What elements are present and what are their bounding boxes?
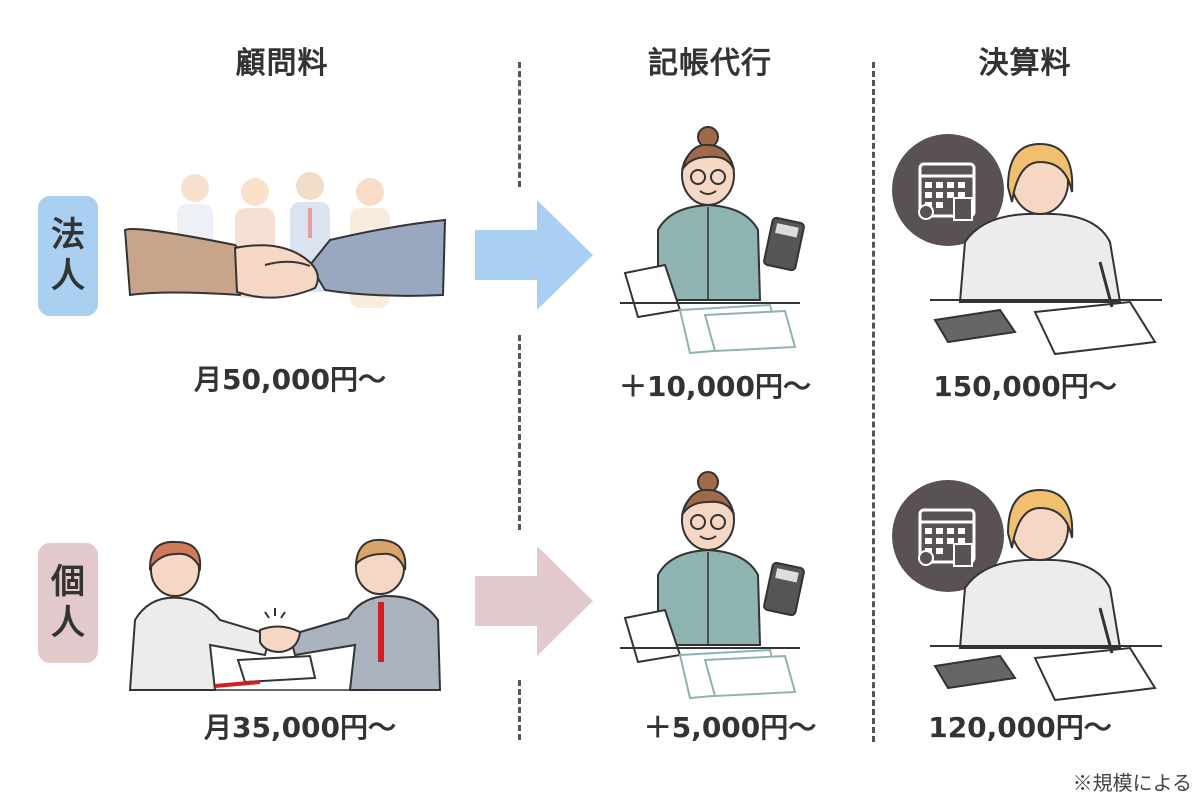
row-label-corporate: 法 人 xyxy=(38,196,98,316)
arrow-individual-icon xyxy=(475,546,593,656)
price-corporate-advisory: 月50,000円〜 xyxy=(193,363,387,396)
row-label-individual: 個 人 xyxy=(38,543,98,663)
individual-handshake-icon xyxy=(128,538,442,691)
divider-left-middle xyxy=(518,335,521,530)
accountant-corporate-icon xyxy=(892,134,1162,356)
price-corporate-bookkeeping: ＋10,000円〜 xyxy=(618,370,812,403)
price-individual-settlement: 120,000円〜 xyxy=(928,711,1112,744)
row-label-corporate-line1: 法 xyxy=(51,215,85,256)
footnote-scale: ※規模による xyxy=(1072,771,1192,795)
corporate-handshake-icon xyxy=(123,172,447,308)
divider-right xyxy=(872,62,875,742)
price-individual-advisory: 月35,000円〜 xyxy=(203,711,397,744)
divider-left-top xyxy=(518,62,521,187)
accountant-individual-icon xyxy=(892,480,1162,702)
row-label-individual-line2: 人 xyxy=(51,603,85,643)
bookkeeper-individual-icon xyxy=(620,471,805,700)
arrow-corporate-icon xyxy=(475,200,593,310)
row-label-individual-line1: 個 xyxy=(51,562,85,603)
row-label-corporate-line2: 人 xyxy=(51,256,85,296)
calendar-icon xyxy=(918,508,976,567)
header-advisory-fee: 顧問料 xyxy=(235,46,329,81)
bookkeeper-corporate-icon xyxy=(620,126,805,355)
divider-left-bottom xyxy=(518,680,521,740)
price-individual-bookkeeping: ＋5,000円〜 xyxy=(643,711,817,744)
header-bookkeeping: 記帳代行 xyxy=(648,46,772,81)
header-settlement-fee: 決算料 xyxy=(978,46,1072,81)
price-corporate-settlement: 150,000円〜 xyxy=(933,370,1117,403)
calendar-icon xyxy=(918,162,976,221)
